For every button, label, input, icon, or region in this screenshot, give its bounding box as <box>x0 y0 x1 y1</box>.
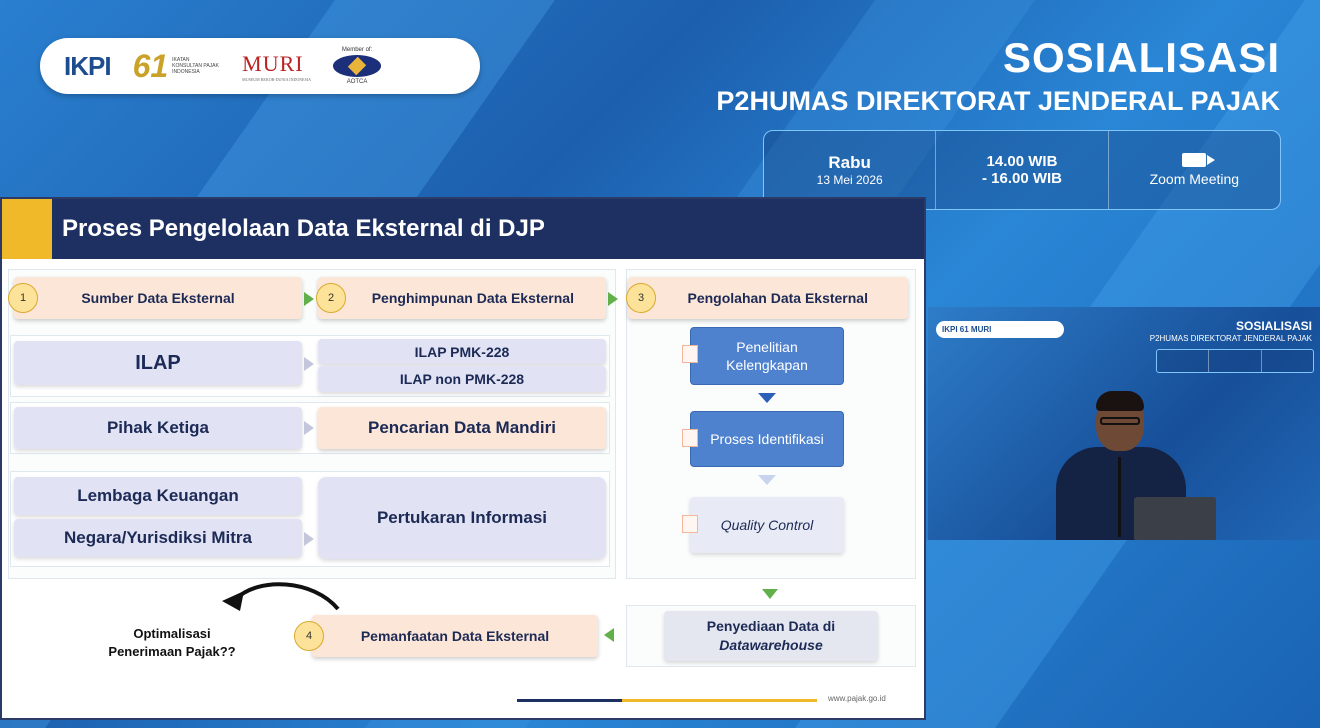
penelitian-box: Penelitian Kelengkapan <box>690 327 844 385</box>
laptop-icon <box>1134 497 1216 540</box>
ilap-non-pmk-label: ILAP non PMK-228 <box>399 371 525 387</box>
logo-bar: IKPI 61 IKATAN KONSULTAN PAJAK INDONESIA… <box>40 38 480 94</box>
negara-label: Negara/Yurisdiksi Mitra <box>63 528 253 547</box>
ilap-pmk-label: ILAP PMK-228 <box>414 343 510 360</box>
event-info-box: Rabu 13 Mei 2026 14.00 WIB - 16.00 WIB Z… <box>763 130 1281 210</box>
step-3-label: Pengolahan Data Eksternal <box>687 290 868 306</box>
arrow-right-icon <box>304 532 314 546</box>
pertukaran-label: Pertukaran Informasi <box>376 508 548 527</box>
arrow-down-icon <box>758 393 776 403</box>
arrow-right-icon <box>304 421 314 435</box>
event-time-end: - 16.00 WIB <box>981 170 1062 187</box>
aotca-name: AOTCA <box>346 79 368 85</box>
event-date: 13 Mei 2026 <box>816 173 883 187</box>
event-subtitle: P2HUMAS DIREKTORAT JENDERAL PAJAK <box>716 86 1280 116</box>
step-4-label: Pemanfaatan Data Eksternal <box>360 628 550 644</box>
penelitian-line2: Kelengkapan <box>726 357 808 373</box>
61-text: IKATAN KONSULTAN PAJAK INDONESIA <box>172 57 219 75</box>
step-2-label: Penghimpunan Data Eksternal <box>371 290 574 306</box>
step-1-box: Sumber Data Eksternal <box>14 277 302 319</box>
arrow-down-icon <box>758 475 776 485</box>
arrow-right-icon <box>304 292 314 306</box>
arrow-down-icon <box>762 589 778 599</box>
pertukaran-box: Pertukaran Informasi <box>318 477 606 559</box>
qc-label: Quality Control <box>720 517 814 533</box>
ilap-pmk-box: ILAP PMK-228 <box>318 339 606 364</box>
speaker-person <box>1056 391 1186 540</box>
slide-footer-url: www.pajak.go.id <box>828 694 886 703</box>
lembaga-box: Lembaga Keuangan <box>14 477 302 515</box>
slide-header: Proses Pengelolaan Data Eksternal di DJP <box>2 199 924 259</box>
ikpi-logo: IKPI <box>64 50 112 81</box>
optimalisasi-line1: Optimalisasi <box>133 626 211 641</box>
penelitian-line1: Penelitian <box>736 339 798 355</box>
webcam-subtitle: P2HUMAS DIREKTORAT JENDERAL PAJAK <box>1149 334 1312 343</box>
pihak-ketiga-box: Pihak Ketiga <box>14 407 302 449</box>
pencarian-box: Pencarian Data Mandiri <box>318 407 606 449</box>
lembaga-label: Lembaga Keuangan <box>77 486 239 505</box>
event-time-start: 14.00 WIB <box>986 153 1058 170</box>
step-2-box: Penghimpunan Data Eksternal <box>318 277 606 319</box>
speaker-video-feed: IKPI 61 MURI SOSIALISASI P2HUMAS DIREKTO… <box>928 307 1320 540</box>
event-day: Rabu <box>828 153 871 172</box>
video-camera-icon <box>1182 153 1216 167</box>
step-1-label: Sumber Data Eksternal <box>81 290 235 306</box>
slide-title: Proses Pengelolaan Data Eksternal di DJP <box>62 215 545 242</box>
presentation-slide: Proses Pengelolaan Data Eksternal di DJP… <box>0 197 926 720</box>
61-anniversary-logo: 61 IKATAN KONSULTAN PAJAK INDONESIA <box>133 48 221 85</box>
webcam-info-box <box>1156 349 1314 373</box>
date-cell: Rabu 13 Mei 2026 <box>764 131 937 209</box>
step-3-box: Pengolahan Data Eksternal <box>628 277 908 319</box>
aotca-mark-icon <box>333 55 382 77</box>
muri-text: MUSEUM REKOR-DUNIA INDONESIA <box>242 76 312 82</box>
arrow-right-icon <box>608 292 618 306</box>
step-1-badge: 1 <box>8 283 38 313</box>
ilap-label: ILAP <box>135 351 181 374</box>
document-icon <box>682 345 698 363</box>
optimalisasi-line2: Penerimaan Pajak?? <box>108 644 236 659</box>
pencarian-label: Pencarian Data Mandiri <box>367 418 556 437</box>
event-title: SOSIALISASI <box>1002 34 1280 81</box>
ilap-non-pmk-box: ILAP non PMK-228 <box>318 366 606 392</box>
qc-box: Quality Control <box>690 497 844 553</box>
time-cell: 14.00 WIB - 16.00 WIB <box>936 131 1109 209</box>
speaker-hair <box>1096 391 1144 411</box>
webcam-title: SOSIALISASI <box>1235 319 1312 333</box>
step-3-badge: 3 <box>626 283 656 313</box>
aotca-logo: Member of: AOTCA <box>333 47 382 85</box>
microphone-icon <box>1118 457 1121 537</box>
event-platform: Zoom Meeting <box>1149 171 1240 187</box>
muri-logo: MURI MUSEUM REKOR-DUNIA INDONESIA <box>242 51 311 82</box>
step-2-badge: 2 <box>316 283 346 313</box>
aotca-member-label: Member of: <box>341 47 373 53</box>
arrow-right-icon <box>304 357 314 371</box>
warehouse-box: Penyediaan Data di Datawarehouse <box>664 611 878 661</box>
61-number: 61 <box>132 47 169 84</box>
negara-box: Negara/Yurisdiksi Mitra <box>14 519 302 557</box>
speaker-glasses <box>1100 417 1140 425</box>
platform-cell: Zoom Meeting <box>1109 131 1280 209</box>
curved-arrow-icon <box>222 582 340 611</box>
optimalisasi-text: Optimalisasi Penerimaan Pajak?? <box>72 623 272 663</box>
arrow-left-icon <box>604 628 614 642</box>
step-4-box: Pemanfaatan Data Eksternal <box>312 615 598 657</box>
webcam-logo-bar: IKPI 61 MURI <box>936 321 1064 338</box>
identifikasi-label: Proses Identifikasi <box>710 431 824 447</box>
muri-name: MURI <box>242 50 304 76</box>
document-icon <box>682 429 698 447</box>
warehouse-line2: Datawarehouse <box>719 637 823 653</box>
pihak-ketiga-label: Pihak Ketiga <box>106 418 210 437</box>
step-4-badge: 4 <box>294 621 324 651</box>
warehouse-line1: Penyediaan Data di <box>706 618 836 634</box>
document-icon <box>682 515 698 533</box>
slide-header-accent <box>2 199 52 259</box>
ilap-box: ILAP <box>14 341 302 385</box>
slide-footer-line <box>517 699 817 702</box>
identifikasi-box: Proses Identifikasi <box>690 411 844 467</box>
